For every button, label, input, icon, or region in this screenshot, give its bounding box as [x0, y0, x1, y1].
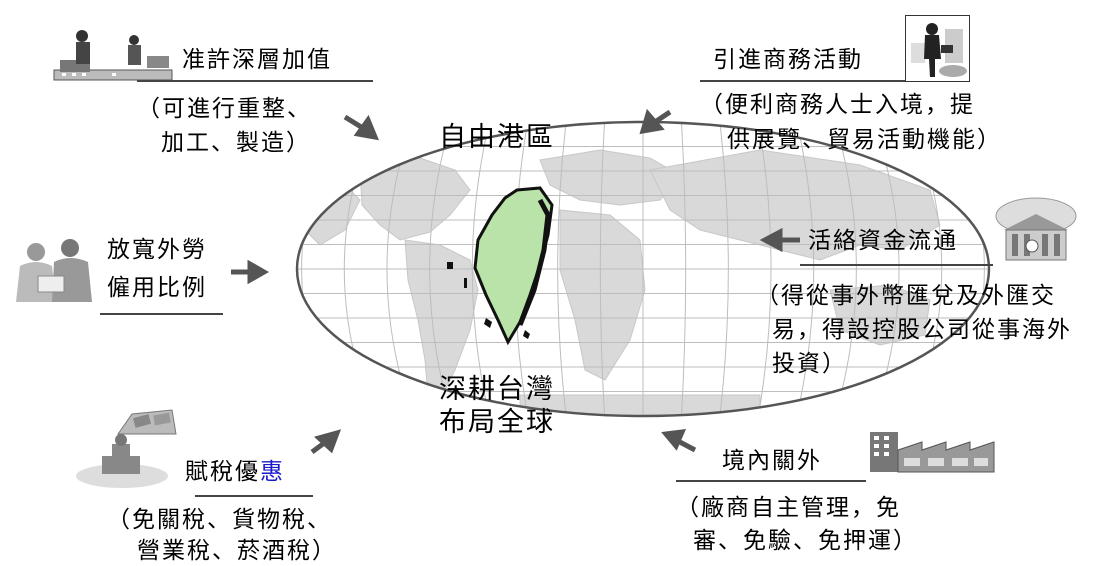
workers-icon [53, 30, 173, 81]
globe-outline [295, 120, 991, 418]
businessman-icon [905, 15, 970, 82]
labor-title-line1: 放寬外勞 [107, 237, 207, 263]
meeting-people-icon [16, 239, 92, 302]
tax-title: 賦稅優惠 [185, 458, 285, 487]
customs-underline [676, 480, 866, 482]
factory-icon [870, 432, 995, 473]
tax-desc-line2: 營業稅、菸酒稅） [137, 538, 337, 564]
deep-value-title: 准許深層加值 [182, 47, 332, 73]
tax-underline [195, 495, 313, 497]
labor-underline [100, 313, 223, 315]
center-bottom-title-line1: 深耕台灣 [439, 374, 555, 405]
finance-desc-line2: 易，得設控股公司從事海外 [772, 317, 1072, 343]
finance-desc-line3: 投資） [772, 351, 847, 377]
finance-underline [800, 264, 993, 266]
deep-value-underline [137, 80, 373, 82]
grid-meridian [297, 122, 298, 416]
money-capitol-icon [76, 409, 177, 488]
deep-value-desc-line1: （可進行重整、 [137, 96, 312, 122]
taiwan-island [473, 186, 554, 346]
tax-title-part2: 惠 [260, 459, 285, 485]
business-desc-line1: （便利商務人士入境，提 [700, 92, 975, 118]
finance-desc-line1: （得從事外幣匯兌及外匯交 [756, 283, 1056, 309]
center-top-title: 自由港區 [439, 122, 555, 153]
labor-title-line2: 僱用比例 [107, 275, 207, 301]
customs-desc-line2: 審、免驗、免押運） [693, 528, 918, 554]
business-desc-line2: 供展覽、貿易活動機能） [727, 127, 1002, 153]
customs-desc-line1: （廠商自主管理，免 [676, 495, 901, 521]
tax-desc-line1: （免關稅、貨物稅、 [107, 507, 332, 533]
business-underline [700, 80, 905, 82]
bank-icon [995, 197, 1077, 261]
tax-title-part1: 賦稅優 [185, 459, 260, 485]
arrows [231, 108, 800, 455]
finance-title: 活絡資金流通 [808, 228, 958, 254]
center-bottom-title-line2: 布局全球 [439, 407, 555, 438]
grid-meridian [988, 122, 989, 416]
customs-title: 境內關外 [722, 448, 822, 474]
business-title: 引進商務活動 [713, 47, 863, 73]
world-map [297, 122, 989, 416]
deep-value-desc-line2: 加工、製造） [161, 130, 311, 156]
